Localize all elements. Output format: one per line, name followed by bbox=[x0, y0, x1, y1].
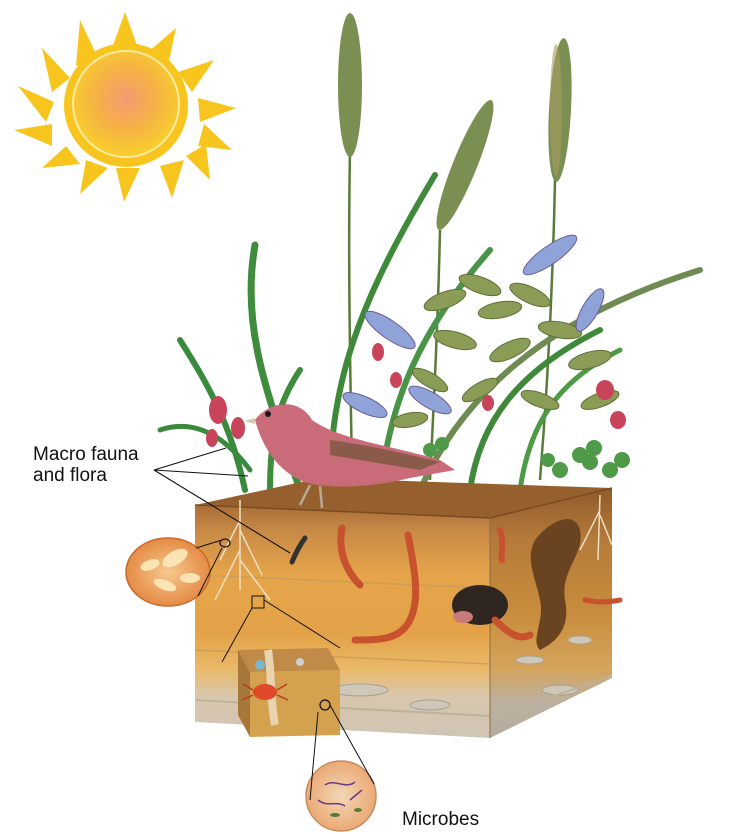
soil-closeup-inset bbox=[238, 648, 340, 737]
label-macro-line1: Macro fauna bbox=[33, 444, 193, 465]
label-macro-fauna-flora: Macro fauna and flora bbox=[33, 444, 193, 486]
label-macro-line2: and flora bbox=[33, 465, 193, 486]
grass-layer bbox=[160, 13, 700, 490]
sun-icon bbox=[14, 12, 236, 202]
label-microbes: Microbes bbox=[402, 809, 479, 830]
